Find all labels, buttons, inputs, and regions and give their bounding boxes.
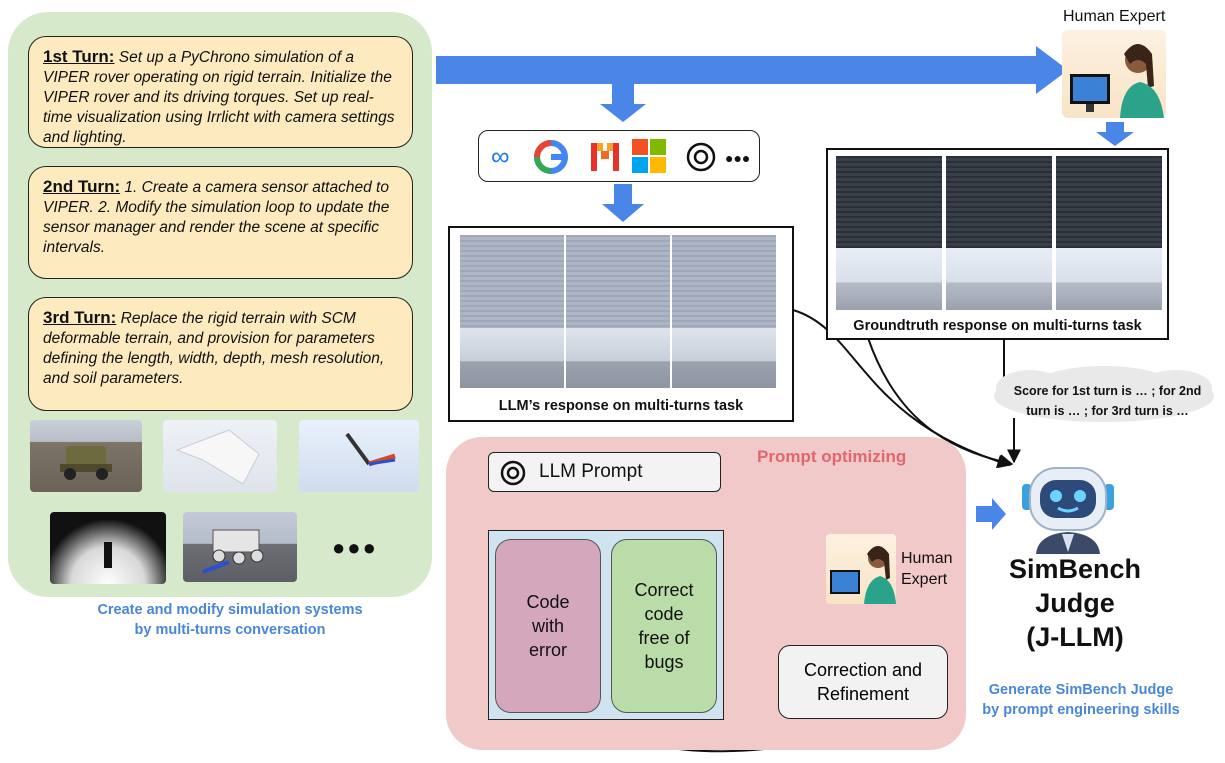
turn-1-label: 1st Turn: bbox=[43, 47, 115, 66]
human-expert-top-avatar bbox=[1062, 30, 1166, 118]
sim-thumbnail-terrain bbox=[163, 420, 277, 492]
llm-response-caption: LLM’s response on multi-turns task bbox=[498, 398, 744, 414]
score-text-line-1: Score for 1st turn is … ; for 2nd bbox=[1013, 384, 1202, 398]
llm-logos: ∞ ●●● bbox=[491, 139, 750, 174]
sim-thumbnail-rover bbox=[183, 512, 297, 582]
human-expert-icon bbox=[830, 546, 896, 604]
llm-code-screenshot-3 bbox=[672, 235, 776, 328]
llm-render-3 bbox=[672, 328, 776, 388]
judge-line-2: Judge bbox=[1035, 588, 1115, 618]
llm-prompt-label: LLM Prompt bbox=[539, 461, 643, 482]
llm-render-1 bbox=[460, 328, 564, 388]
judge-robot bbox=[1016, 462, 1120, 554]
openai-icon bbox=[686, 142, 716, 172]
sim-thumbnail-arm bbox=[299, 420, 419, 492]
turn-2-label: 2nd Turn: bbox=[43, 177, 121, 196]
arrow-to-llm-response bbox=[602, 184, 644, 222]
code-with-error-box: Code with error bbox=[495, 539, 601, 713]
main-arrow bbox=[436, 46, 1068, 94]
gt-render-3 bbox=[1056, 248, 1162, 310]
right-caption-line-2: by prompt engineering skills bbox=[982, 702, 1180, 718]
turn-3-label: 3rd Turn: bbox=[43, 308, 117, 327]
vehicle-render bbox=[60, 446, 112, 480]
arrow-to-groundtruth bbox=[1096, 122, 1134, 146]
llm-code-screenshot-1 bbox=[460, 235, 564, 328]
groundtruth-panel: Groundtruth response on multi-turns task bbox=[826, 148, 1169, 340]
llm-response-panel: LLM’s response on multi-turns task bbox=[448, 226, 794, 422]
code-error-line-1: Code bbox=[526, 592, 570, 612]
camera-render bbox=[104, 542, 112, 568]
llm-prompt-box: LLM Prompt bbox=[488, 452, 721, 492]
code-error-line-2: with bbox=[531, 616, 564, 636]
gt-code-screenshot-1 bbox=[836, 156, 942, 248]
judge-line-3: (J-LLM) bbox=[1026, 622, 1124, 652]
correct-code-line-4: bugs bbox=[644, 652, 684, 672]
correction-line-1: Correction and bbox=[803, 660, 923, 680]
more-llms-ellipsis: ●●● bbox=[725, 150, 750, 166]
human-expert-bottom-line-2: Expert bbox=[901, 571, 948, 588]
turn-3-text: Replace the rigid terrain with SCM defor… bbox=[43, 310, 385, 387]
arrow-to-llms bbox=[600, 84, 646, 122]
left-caption-line-2: by multi-turns conversation bbox=[134, 622, 326, 638]
left-caption: Create and modify simulation systems by … bbox=[40, 600, 420, 640]
human-expert-icon bbox=[1070, 44, 1164, 118]
llm-render-2 bbox=[566, 328, 670, 388]
gt-render-1 bbox=[836, 248, 942, 310]
sim-thumbnail-camera bbox=[50, 512, 166, 584]
mistral-icon bbox=[591, 143, 619, 171]
correct-code-line-1: Correct bbox=[634, 580, 694, 600]
openai-icon bbox=[500, 460, 526, 486]
score-text: Score for 1st turn is … ; for 2nd turn i… bbox=[1000, 381, 1215, 421]
meta-icon: ∞ bbox=[491, 141, 510, 171]
human-expert-bottom-label: Human Expert bbox=[901, 548, 953, 590]
correction-line-2: Refinement bbox=[816, 684, 910, 704]
simbench-judge-label: SimBench Judge (J-LLM) bbox=[985, 552, 1165, 654]
human-expert-bottom-line-1: Human bbox=[901, 550, 953, 567]
terrain-render bbox=[175, 429, 260, 485]
llm-logos-box: ∞ ●●● bbox=[478, 130, 760, 182]
correct-code-line-3: free of bbox=[638, 628, 690, 648]
gt-code-screenshot-2 bbox=[946, 156, 1052, 248]
rover-render bbox=[202, 529, 264, 574]
turn-2-box: 2nd Turn: 1. Create a camera sensor atta… bbox=[28, 166, 413, 279]
turn-3-box: 3rd Turn: Replace the rigid terrain with… bbox=[28, 297, 413, 411]
gt-code-screenshot-3 bbox=[1056, 156, 1162, 248]
score-text-line-2: turn is … ; for 3rd turn is … bbox=[1026, 404, 1189, 418]
prompt-optimizing-title: Prompt optimizing bbox=[757, 447, 907, 466]
code-error-line-3: error bbox=[528, 640, 567, 660]
human-expert-bottom-avatar bbox=[826, 534, 896, 604]
arm-render bbox=[345, 432, 396, 467]
right-caption-line-1: Generate SimBench Judge bbox=[988, 682, 1174, 698]
judge-line-1: SimBench bbox=[1008, 554, 1142, 584]
right-caption: Generate SimBench Judge by prompt engine… bbox=[968, 680, 1194, 720]
human-expert-top-label: Human Expert bbox=[1063, 8, 1166, 25]
llm-code-screenshot-2 bbox=[566, 235, 670, 328]
groundtruth-caption: Groundtruth response on multi-turns task bbox=[853, 318, 1142, 334]
sim-thumbnail-vehicle bbox=[30, 420, 142, 492]
turn-2-text: 1. Create a camera sensor attached to VI… bbox=[43, 179, 390, 256]
turn-1-text: Set up a PyChrono simulation of a VIPER … bbox=[43, 49, 395, 146]
code-container: Code with error Correct code free of bugs bbox=[488, 530, 724, 720]
correct-code-line-2: code bbox=[644, 604, 684, 624]
microsoft-icon bbox=[632, 139, 666, 173]
turn-1-box: 1st Turn: Set up a PyChrono simulation o… bbox=[28, 36, 413, 148]
connector-groundtruth-to-judge bbox=[867, 337, 1014, 468]
correct-code-box: Correct code free of bugs bbox=[611, 539, 717, 713]
robot-icon bbox=[1022, 467, 1114, 554]
left-caption-line-1: Create and modify simulation systems bbox=[97, 602, 363, 618]
gt-render-2 bbox=[946, 248, 1052, 310]
arrow-to-judge bbox=[976, 498, 1006, 530]
score-cloud bbox=[994, 366, 1214, 422]
more-simulations-ellipsis: ●●● bbox=[332, 535, 378, 560]
